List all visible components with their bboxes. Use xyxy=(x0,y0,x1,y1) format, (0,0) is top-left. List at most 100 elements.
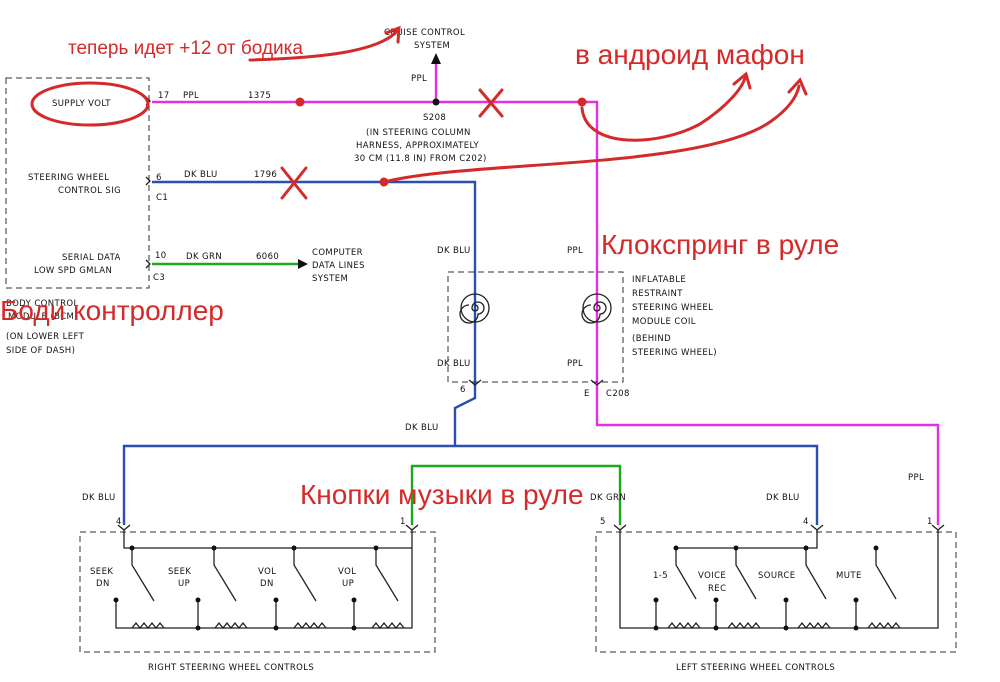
annotation-curve-swc-to-android xyxy=(382,84,801,184)
annotation-arrowhead-12v xyxy=(384,25,401,44)
annotation-android: в андроид мафон xyxy=(575,39,805,70)
right-sw3-label-1: VOL xyxy=(258,567,276,577)
right-sw4-label-1: VOL xyxy=(338,567,356,577)
coil-spiral-right-icon xyxy=(581,293,612,324)
bcm-serial-pin: 10 xyxy=(155,251,167,261)
coil-pin-left: 6 xyxy=(460,385,466,395)
coil-pin-chevrons xyxy=(468,379,604,386)
bcm-supply-pin: 17 xyxy=(158,91,170,101)
coil-label-5: (BEHIND xyxy=(632,334,671,344)
right-controls-pin-chevrons xyxy=(117,524,419,531)
annotation-arrowhead-swc xyxy=(787,77,808,96)
splice-s208-dot xyxy=(432,98,440,106)
computer-label-2: DATA LINES xyxy=(312,261,365,271)
wire-dk-blu xyxy=(122,180,819,525)
left-controls-pin-a: 5 xyxy=(600,517,606,527)
coil-spiral-left-icon xyxy=(459,293,490,324)
coil-label-3: STEERING WHEEL xyxy=(632,303,713,313)
annotation-curve-android xyxy=(580,76,747,142)
bcm-swc-pin: 6 xyxy=(156,173,162,183)
wire-dkblu-label-coil: DK BLU xyxy=(437,246,471,256)
wire-dkblu-label-branch: DK BLU xyxy=(405,423,439,433)
wire-dkgrn-label-switches: DK GRN xyxy=(590,493,626,503)
coil-label-6: STEERING WHEEL) xyxy=(632,348,717,358)
left-controls-nodes xyxy=(653,545,879,631)
arrow-computer-data xyxy=(298,259,308,269)
computer-label-1: COMPUTER xyxy=(312,248,363,258)
annotation-dot-ppl-2 xyxy=(577,97,587,107)
wire-ppl-label-cruise: PPL xyxy=(411,74,427,84)
bcm-location-2: SIDE OF DASH) xyxy=(6,346,75,356)
right-controls-box xyxy=(79,531,436,653)
right-controls-nodes xyxy=(113,545,379,631)
bcm-supply-volt-label: SUPPLY VOLT xyxy=(52,99,111,109)
left-sw2-label-1: VOICE xyxy=(698,571,726,581)
cruise-label-1: CRUISE CONTROL xyxy=(384,28,465,38)
splice-note-1: (IN STEERING COLUMN xyxy=(366,128,471,138)
bcm-c1-connector: C1 xyxy=(156,193,168,203)
left-sw1-label: 1-5 xyxy=(653,571,668,581)
left-sw3-label: SOURCE xyxy=(758,571,796,581)
coil-connector: C208 xyxy=(606,389,630,399)
annotation-arrow-12v xyxy=(248,28,400,62)
splice-id: S208 xyxy=(423,113,446,123)
bcm-serial-label-1: SERIAL DATA xyxy=(62,253,121,263)
bcm-swc-label-2: CONTROL SIG xyxy=(58,186,121,196)
left-controls-pin-b: 4 xyxy=(803,517,809,527)
arrow-cruise xyxy=(431,53,441,64)
wire-ppl-label-left: PPL xyxy=(908,473,924,483)
annotation-dot-blu xyxy=(379,177,389,187)
left-controls-pin-chevrons xyxy=(613,524,945,531)
left-controls-pin-c: 1 xyxy=(927,517,933,527)
annotation-dot-ppl-1 xyxy=(295,97,305,107)
wire-ppl-circuit: 1375 xyxy=(248,91,271,101)
right-sw1-label-2: DN xyxy=(96,579,110,589)
annotation-arrowhead-android xyxy=(732,71,752,90)
right-sw2-label-2: UP xyxy=(178,579,190,589)
coil-label-4: MODULE COIL xyxy=(632,317,696,327)
wire-dkblu-label: DK BLU xyxy=(184,170,218,180)
right-sw3-label-2: DN xyxy=(260,579,274,589)
left-controls-title: LEFT STEERING WHEEL CONTROLS xyxy=(676,663,835,673)
cruise-label-2: SYSTEM xyxy=(414,41,450,51)
left-sw2-label-2: REC xyxy=(708,584,726,594)
wire-dkblu-label-left: DK BLU xyxy=(766,493,800,503)
wire-dkblu-label-right: DK BLU xyxy=(82,493,116,503)
wire-dkgrn-circuit: 6060 xyxy=(256,252,279,262)
wire-dkblu-label-below-coil: DK BLU xyxy=(437,359,471,369)
wire-dk-grn-switches xyxy=(410,464,622,525)
right-controls-pin-b: 1 xyxy=(400,517,406,527)
wire-ppl xyxy=(152,100,940,525)
bcm-serial-label-2: LOW SPD GMLAN xyxy=(34,266,112,276)
right-controls-pin-a: 4 xyxy=(116,517,122,527)
annotation-music-buttons: Кнопки музыки в руле xyxy=(300,479,584,510)
annotation-circle-supply-volt xyxy=(30,81,150,127)
bcm-location-1: (ON LOWER LEFT xyxy=(6,332,85,342)
annotation-cross-blu xyxy=(280,166,308,200)
right-sw2-label-1: SEEK xyxy=(168,567,191,577)
wire-dkblu-circuit: 1796 xyxy=(254,170,277,180)
coil-pin-right: E xyxy=(584,389,590,399)
right-sw4-label-2: UP xyxy=(342,579,354,589)
wire-ppl-label: PPL xyxy=(183,91,199,101)
left-controls-box xyxy=(595,531,957,653)
bcm-name-2: MODULE (BCM) xyxy=(8,312,78,322)
coil-label-1: INFLATABLE xyxy=(632,275,686,285)
splice-note-3: 30 CM (11.8 IN) FROM C202) xyxy=(354,154,487,164)
annotation-note-12v: теперь идет +12 от бодика xyxy=(68,38,303,59)
splice-note-2: HARNESS, APPROXIMATELY xyxy=(356,141,480,151)
annotation-body-controller: Боди контроллер xyxy=(0,295,224,326)
bcm-pin-chevrons xyxy=(145,96,151,269)
coil-box xyxy=(447,271,624,383)
computer-label-3: SYSTEM xyxy=(312,274,348,284)
wire-dkgrn-label: DK GRN xyxy=(186,252,222,262)
bcm-name-1: BODY CONTROL xyxy=(6,299,79,309)
wire-ppl-label-below-coil: PPL xyxy=(567,359,583,369)
left-sw4-label: MUTE xyxy=(836,571,862,581)
coil-label-2: RESTRAINT xyxy=(632,289,683,299)
annotation-clockspring: Клокспринг в руле xyxy=(601,229,839,260)
wire-ppl-label-coil: PPL xyxy=(567,246,583,256)
bcm-swc-label-1: STEERING WHEEL xyxy=(28,173,109,183)
right-controls-circuit xyxy=(115,530,413,630)
